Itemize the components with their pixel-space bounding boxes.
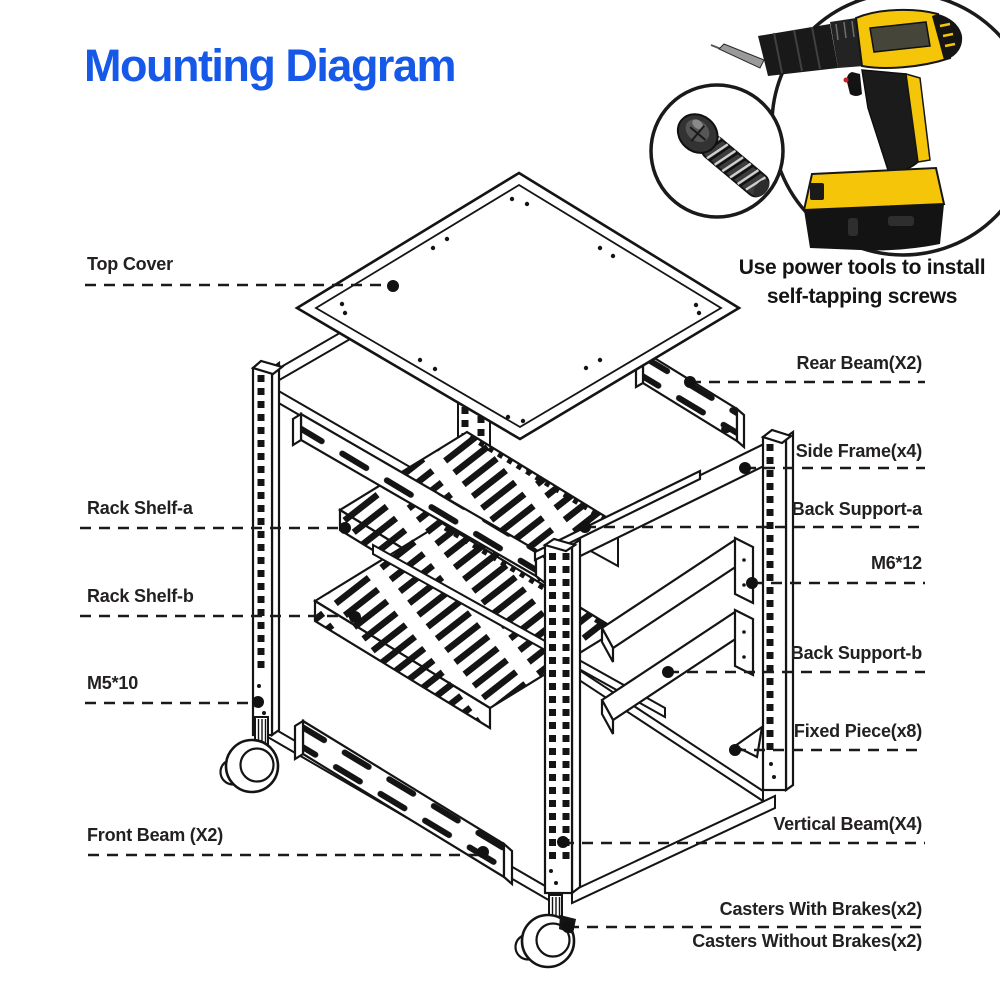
label-casters-with-brakes: Casters With Brakes(x2) <box>719 899 923 919</box>
screw-icon <box>676 113 770 198</box>
instruction-text: Use power tools to install self-tapping … <box>712 254 1000 312</box>
label-m5-10: M5*10 <box>87 673 139 693</box>
label-rear-beam: Rear Beam(X2) <box>796 353 923 373</box>
vertical-beam-front-right <box>542 537 582 896</box>
page-title: Mounting Diagram <box>84 40 456 91</box>
vertical-beam-back-right <box>760 428 795 793</box>
instruction-line-1: Use power tools to install <box>738 256 986 279</box>
label-top-cover: Top Cover <box>87 254 173 274</box>
label-back-support-a: Back Support-a <box>791 499 922 519</box>
label-back-support-b: Back Support-b <box>790 643 922 663</box>
label-fixed-piece: Fixed Piece(x8) <box>793 721 922 741</box>
instruction-line-2: self-tapping screws <box>766 284 958 308</box>
leader-dots <box>252 280 758 933</box>
screw-inset <box>649 83 785 219</box>
vertical-beam-front-left <box>250 359 285 738</box>
label-vertical-beam: Vertical Beam(X4) <box>773 814 922 834</box>
caster-front-right <box>514 894 576 969</box>
label-side-frame: Side Frame(x4) <box>795 441 922 461</box>
drill-icon <box>710 8 963 251</box>
label-m6-12: M6*12 <box>870 553 922 573</box>
front-beam <box>293 719 514 887</box>
caster-front-left <box>219 716 280 794</box>
back-support-b <box>600 608 755 735</box>
label-rack-shelf-a: Rack Shelf-a <box>87 498 193 518</box>
leader-lines <box>80 283 925 929</box>
label-front-beam: Front Beam (X2) <box>87 825 224 845</box>
label-casters-without-brakes: Casters Without Brakes(x2) <box>692 931 922 951</box>
top-cover <box>294 171 742 441</box>
label-rack-shelf-b: Rack Shelf-b <box>87 586 194 606</box>
rear-beam <box>634 349 746 450</box>
drill-photo <box>710 0 1000 257</box>
